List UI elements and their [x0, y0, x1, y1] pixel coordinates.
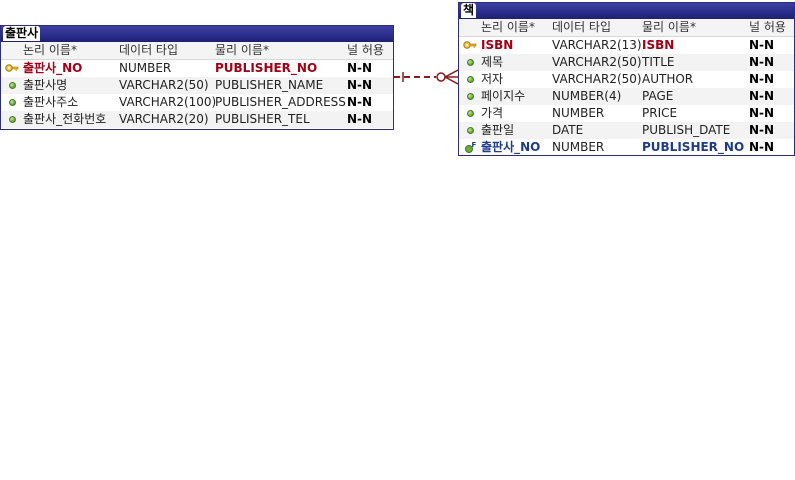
attribute-dot-icon [463, 105, 477, 122]
publisher-entity[interactable]: 출판사 논리 이름* 데이터 타입 물리 이름* 널 허용 출판사_NO NUMB… [0, 25, 394, 130]
physical-name-cell: PUBLISHER_ADDRESS [215, 95, 346, 109]
data-type-cell: DATE [552, 123, 584, 137]
data-type-cell: VARCHAR2(50) [119, 78, 209, 92]
attribute-dot-icon [5, 94, 19, 111]
column-header-row: 논리 이름* 데이터 타입 물리 이름* 널 허용 [459, 19, 794, 37]
logical-name-cell: 제목 [481, 55, 504, 69]
physical-name-cell: PUBLISHER_NO [215, 61, 318, 75]
primary-key-icon [463, 37, 477, 54]
logical-name-cell: ISBN [481, 38, 514, 52]
logical-name-cell: 출판사_전화번호 [23, 112, 107, 126]
nullable-cell: N-N [749, 140, 775, 154]
attribute-row[interactable]: 가격 NUMBER PRICE N-N [459, 105, 794, 122]
nullable-cell: N-N [749, 55, 775, 69]
attribute-row[interactable]: 저자 VARCHAR2(50)AUTHOR N-N [459, 71, 794, 88]
data-type-cell: NUMBER [552, 140, 605, 154]
attribute-row[interactable]: 출판사_전화번호 VARCHAR2(20) PUBLISHER_TEL N-N [1, 111, 393, 128]
data-type-cell: NUMBER [119, 61, 172, 75]
physical-name-cell: TITLE [642, 55, 675, 69]
logical-name-cell: 출판사_NO [481, 140, 541, 154]
relationship-line[interactable] [394, 68, 458, 86]
nullable-cell: N-N [347, 61, 373, 75]
nullable-cell: N-N [749, 89, 775, 103]
data-type-cell: VARCHAR2(13) [552, 38, 642, 52]
header-nullable: 널 허용 [347, 43, 384, 57]
header-nullable: 널 허용 [749, 20, 786, 34]
crows-foot-mark [444, 76, 458, 85]
logical-name-cell: 출판일 [481, 123, 515, 137]
crows-foot-mark [444, 69, 458, 78]
foreign-key-icon: F [463, 139, 477, 156]
attribute-row[interactable]: 제목 VARCHAR2(50)TITLE N-N [459, 54, 794, 71]
logical-name-cell: 저자 [481, 72, 504, 86]
physical-name-cell: PUBLISH_DATE [642, 123, 731, 137]
data-type-cell: VARCHAR2(100) [119, 95, 217, 109]
nullable-cell: N-N [749, 123, 775, 137]
nullable-cell: N-N [749, 38, 775, 52]
attribute-row[interactable]: 출판사명 VARCHAR2(50) PUBLISHER_NAME N-N [1, 77, 393, 94]
header-physical-name: 물리 이름* [642, 20, 696, 34]
data-type-cell: NUMBER(4) [552, 89, 622, 103]
physical-name-cell: PUBLISHER_TEL [215, 112, 310, 126]
nullable-cell: N-N [749, 106, 775, 120]
attribute-list: 출판사_NO NUMBER PUBLISHER_NO N-N 출판사명 VARCHAR2(… [1, 60, 393, 128]
svg-text:F: F [472, 142, 477, 149]
data-type-cell: NUMBER [552, 106, 605, 120]
logical-name-cell: 페이지수 [481, 89, 526, 103]
physical-name-cell: ISBN [642, 38, 675, 52]
data-type-cell: VARCHAR2(50) [552, 55, 642, 69]
physical-name-cell: PUBLISHER_NO [642, 140, 745, 154]
nullable-cell: N-N [347, 95, 373, 109]
attribute-dot-icon [463, 122, 477, 139]
header-data-type: 데이터 타입 [552, 20, 612, 34]
entity-title-bar[interactable]: 출판사 [1, 26, 393, 42]
header-data-type: 데이터 타입 [119, 43, 179, 57]
data-type-cell: VARCHAR2(50) [552, 72, 642, 86]
physical-name-cell: PAGE [642, 89, 674, 103]
physical-name-cell: AUTHOR [642, 72, 694, 86]
primary-key-icon [5, 60, 19, 77]
attribute-dot-icon [463, 88, 477, 105]
optional-cardinality-mark [436, 72, 446, 82]
column-header-row: 논리 이름* 데이터 타입 물리 이름* 널 허용 [1, 42, 393, 60]
entity-title: 책 [461, 3, 477, 18]
physical-name-cell: PUBLISHER_NAME [215, 78, 324, 92]
nullable-cell: N-N [347, 78, 373, 92]
header-logical-name: 논리 이름* [23, 43, 77, 57]
physical-name-cell: PRICE [642, 106, 678, 120]
nullable-cell: N-N [749, 72, 775, 86]
nullable-cell: N-N [347, 112, 373, 126]
attribute-row[interactable]: 출판사_NO NUMBER PUBLISHER_NO N-N [1, 60, 393, 77]
attribute-row[interactable]: 페이지수 NUMBER(4) PAGE N-N [459, 88, 794, 105]
logical-name-cell: 출판사_NO [23, 61, 83, 75]
entity-title: 출판사 [3, 26, 41, 41]
logical-name-cell: 출판사주소 [23, 95, 79, 109]
attribute-dot-icon [5, 111, 19, 128]
logical-name-cell: 출판사명 [23, 78, 68, 92]
entity-title-bar[interactable]: 책 [459, 3, 794, 19]
logical-name-cell: 가격 [481, 106, 504, 120]
attribute-row[interactable]: F 출판사_NO NUMBER PUBLISHER_NO N-N [459, 139, 794, 156]
header-physical-name: 물리 이름* [215, 43, 269, 57]
attribute-row[interactable]: 출판일 DATE PUBLISH_DATE N-N [459, 122, 794, 139]
attribute-dot-icon [463, 71, 477, 88]
attribute-dot-icon [5, 77, 19, 94]
data-type-cell: VARCHAR2(20) [119, 112, 209, 126]
header-logical-name: 논리 이름* [481, 20, 535, 34]
attribute-dot-icon [463, 54, 477, 71]
